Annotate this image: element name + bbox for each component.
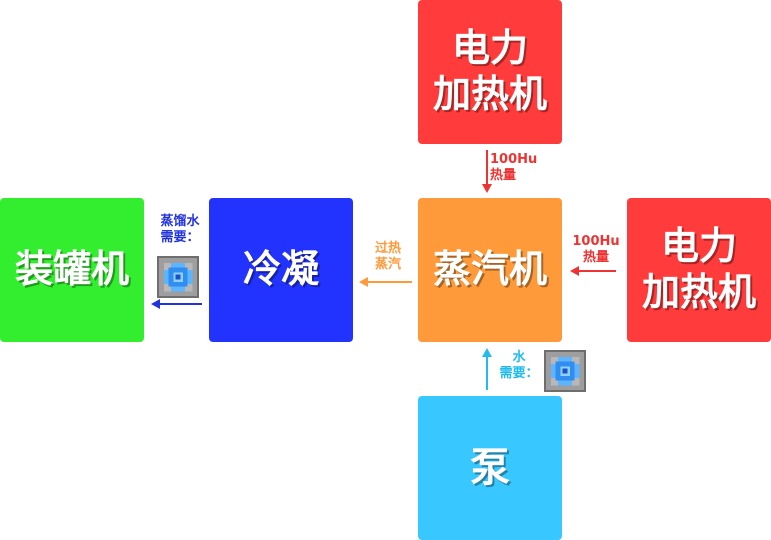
label-distilled-line1: 蒸馏水 [160, 214, 200, 229]
label-steam: 过热 蒸汽 [368, 241, 408, 273]
arrow-heat-right-head [570, 266, 579, 276]
condenser-node: 冷凝 [209, 198, 353, 342]
arrow-water-head [482, 348, 492, 357]
canner-label: 装罐机 [14, 247, 129, 292]
label-heat-right: 100Hu 热量 [566, 234, 626, 266]
distilled-water-cell-icon [157, 256, 199, 298]
electric-heater-right-line1: 电力 [660, 224, 737, 269]
electric-heater-right: 电力 加热机 [627, 198, 771, 342]
label-distilled-line2: 需要： [160, 230, 200, 245]
arrow-distilled-head [151, 299, 160, 309]
electric-heater-top-line1: 电力 [451, 26, 528, 71]
water-cell-icon [544, 350, 586, 392]
label-heat-top-line2: 热量 [490, 168, 517, 183]
label-distilled: 蒸馏水 需要： [150, 214, 210, 246]
pump-node: 泵 [418, 396, 562, 540]
label-water-line2: 需要： [499, 366, 539, 381]
label-heat-right-line2: 热量 [582, 250, 609, 265]
condenser-label: 冷凝 [242, 247, 319, 292]
label-water: 水 需要： [495, 350, 543, 382]
label-heat-right-line1: 100Hu [572, 234, 620, 249]
label-steam-line1: 过热 [374, 241, 401, 256]
electric-heater-top: 电力 加热机 [418, 0, 562, 144]
electric-heater-right-line2: 加热机 [641, 270, 756, 314]
arrow-heat-top-head [482, 184, 492, 193]
pump-label: 泵 [470, 445, 510, 491]
label-heat-top-line1: 100Hu [490, 152, 538, 167]
label-water-line1: 水 [512, 350, 526, 365]
label-heat-top: 100Hu 热量 [490, 152, 537, 184]
boiler-label: 蒸汽机 [432, 247, 547, 292]
label-steam-line2: 蒸汽 [374, 257, 401, 272]
arrow-steam-head [359, 277, 368, 287]
boiler-node: 蒸汽机 [418, 198, 562, 342]
electric-heater-top-line2: 加热机 [432, 72, 547, 116]
canner-node: 装罐机 [0, 198, 144, 342]
